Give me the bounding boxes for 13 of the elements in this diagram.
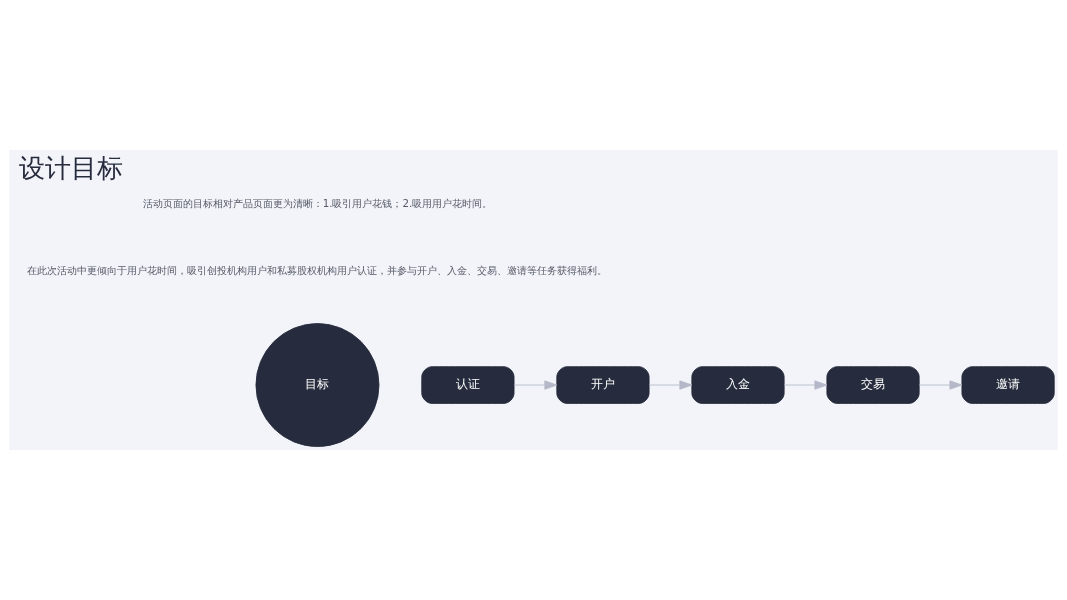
node-box: 认证 (421, 366, 515, 404)
node-box: 邀请 (961, 366, 1055, 404)
arrow (513, 380, 558, 390)
node-box: 入金 (691, 366, 785, 404)
node-box: 交易 (826, 366, 920, 404)
label: 在此次活动中更倾向于用户花时间，吸引创投机构用户和私募股权机构用户认证，并参与开户、入金、交易、邀请等任务获得福利。 (27, 264, 608, 277)
label: 活动页面的目标相对产品页面更为清晰：1.吸引用户花钱；2.吸用用户花时间。 (142, 196, 493, 209)
node-circle: 目标 (255, 323, 380, 447)
arrow (648, 380, 693, 390)
arrow (783, 380, 828, 390)
diagram-title: 设计目标 (19, 153, 124, 184)
arrow (918, 380, 963, 390)
node-box: 开户 (556, 366, 650, 404)
